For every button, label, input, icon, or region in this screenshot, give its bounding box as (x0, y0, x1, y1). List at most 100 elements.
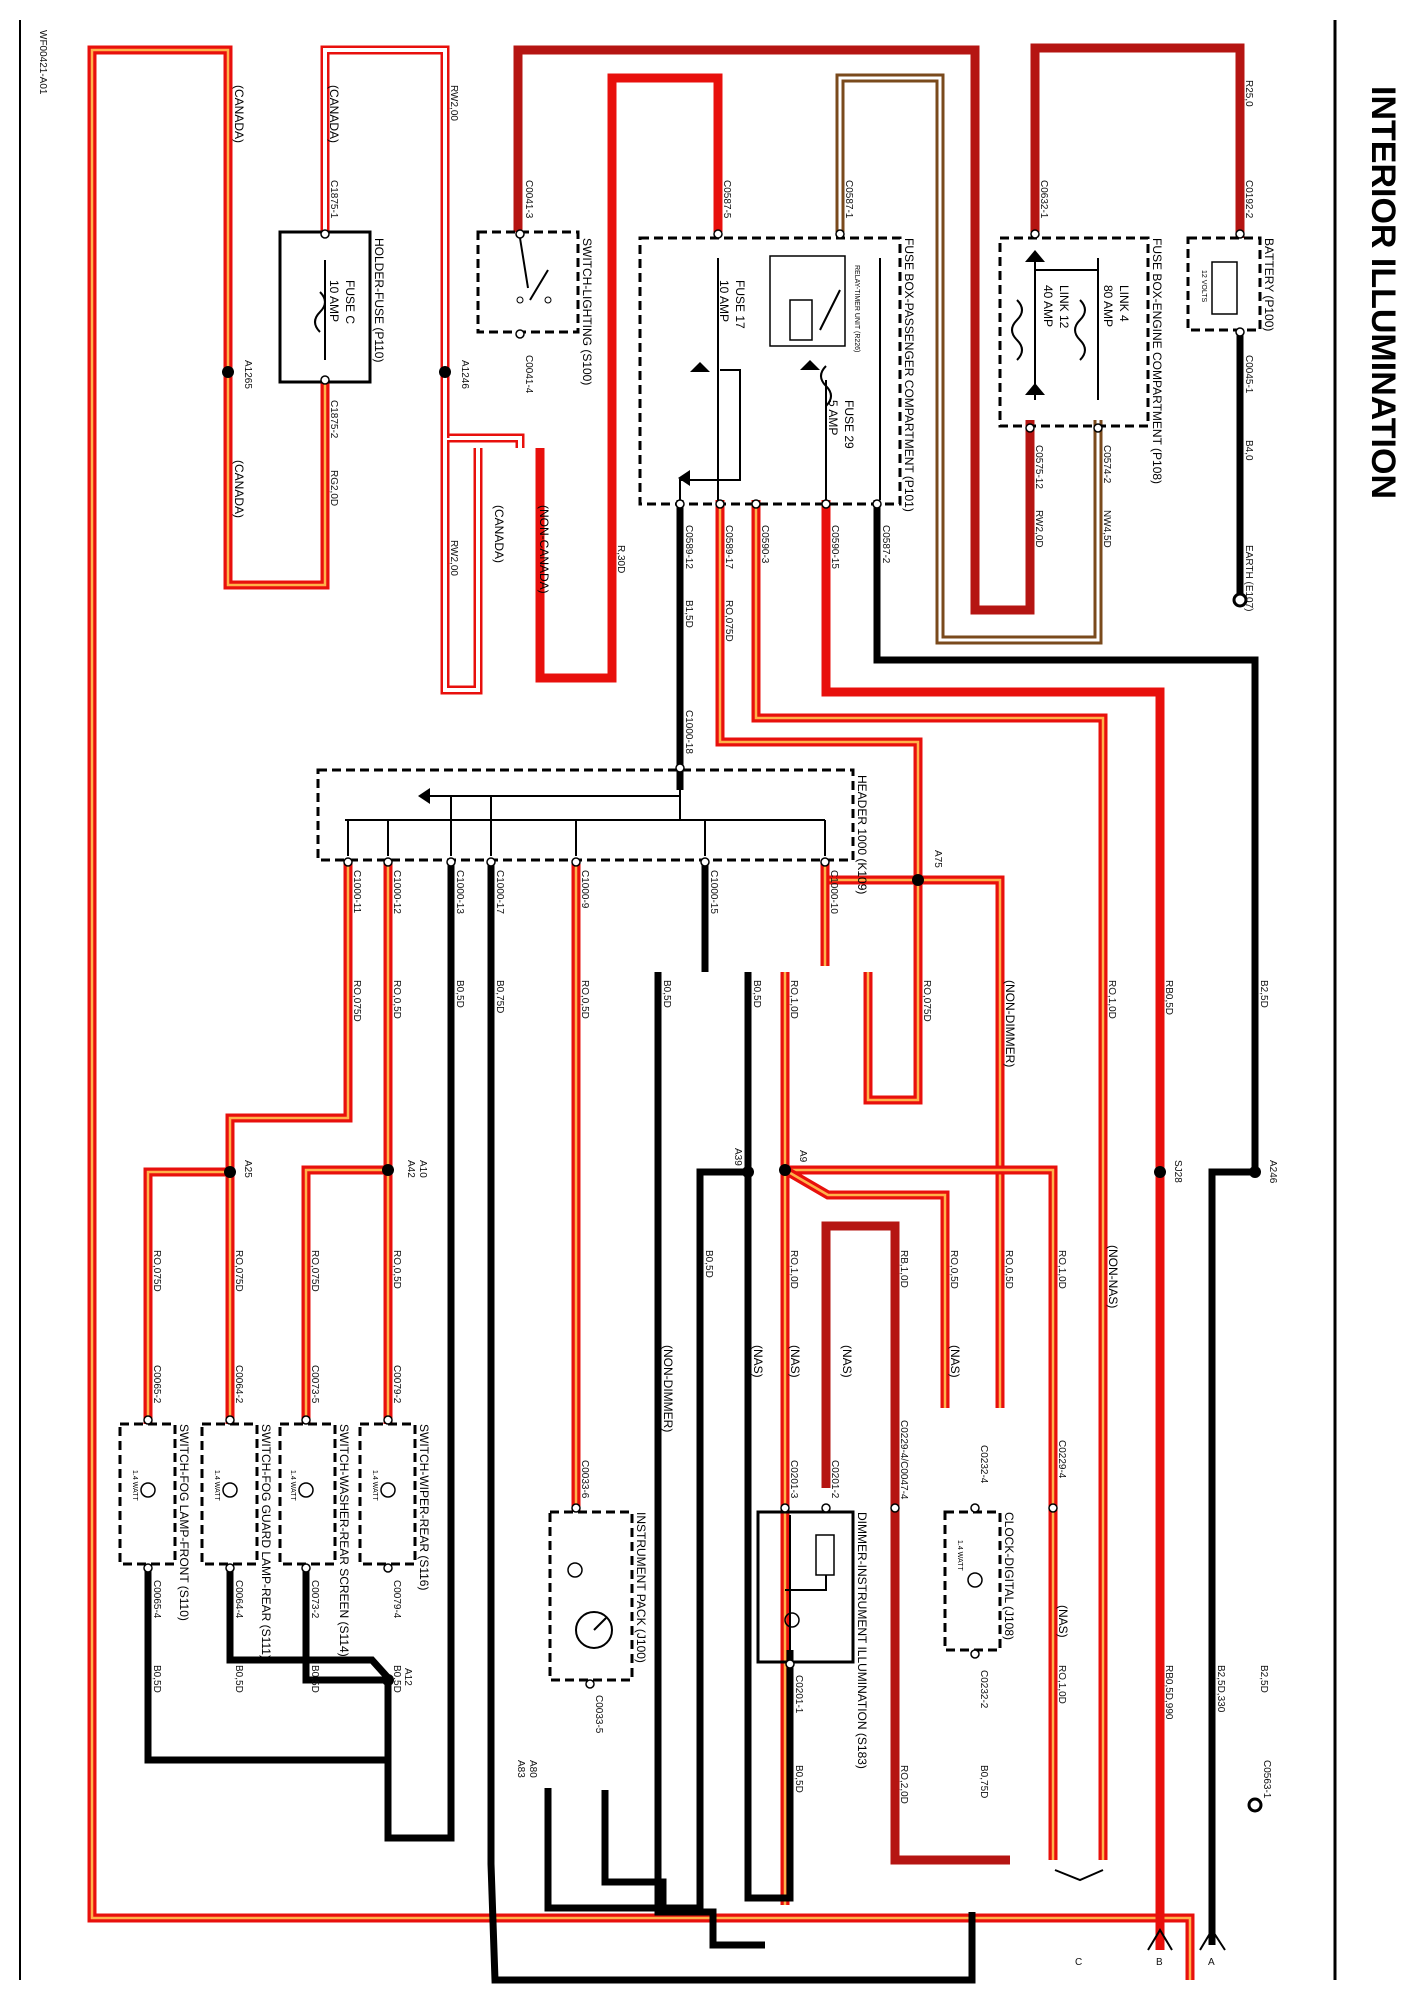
wire-a12-fog-rear (226, 1570, 393, 1683)
svg-text:(NON-DIMMER): (NON-DIMMER) (1003, 980, 1017, 1067)
svg-text:C0201-1: C0201-1 (793, 1675, 804, 1714)
svg-text:A12: A12 (402, 1668, 413, 1686)
earth-terminal-2-icon (1247, 1797, 1263, 1813)
svg-text:C1875-1: C1875-1 (328, 180, 339, 219)
svg-text:RW2,00: RW2,00 (448, 85, 459, 121)
svg-text:RO,1,0D: RO,1,0D (1056, 1665, 1067, 1704)
wire-ro10 (751, 500, 1108, 1860)
svg-text:B0,75D: B0,75D (494, 980, 505, 1013)
svg-text:RO,0,5D: RO,0,5D (948, 1250, 959, 1289)
svg-text:HOLDER-FUSE (P110): HOLDER-FUSE (P110) (372, 238, 386, 362)
svg-text:C0073-2: C0073-2 (309, 1580, 320, 1619)
svg-text:B1,5D: B1,5D (683, 600, 694, 628)
svg-text:RO,0,5D: RO,0,5D (391, 980, 402, 1019)
svg-text:C0232-2: C0232-2 (978, 1670, 989, 1709)
wire-a75-non-dimmer (863, 875, 1005, 1408)
page-title: INTERIOR ILLUMINATION (1364, 86, 1402, 499)
wire-a12-washer (302, 1570, 390, 1684)
svg-text:1.4 WATT: 1.4 WATT (289, 1470, 296, 1501)
svg-text:B0,5D: B0,5D (793, 1765, 804, 1793)
svg-text:RO,1,0D: RO,1,0D (1106, 980, 1117, 1019)
svg-text:SJ28: SJ28 (1172, 1160, 1183, 1183)
svg-text:(NAS): (NAS) (751, 1345, 765, 1378)
svg-text:C1000-10: C1000-10 (828, 870, 839, 914)
splice-a39 (742, 1166, 754, 1178)
svg-text:A10: A10 (417, 1160, 428, 1178)
header-1000-component: HEADER 1000 (K109) (316, 768, 869, 894)
connector-labels: C0192-2 C0045-1 C0632-1 C0575-12 C0574-2… (143, 180, 1272, 1799)
wire-c1000-12 (301, 860, 393, 1424)
switch-fog-front: 1.4 WATT SWITCH-FOG LAMP-FRONT (S110) (118, 1422, 191, 1621)
svg-text:C0232-4: C0232-4 (978, 1445, 989, 1484)
wire-battery-feed (1030, 43, 1245, 238)
splice-a10 (382, 1164, 394, 1176)
fuse-box-engine: LINK 4 80 AMP LINK 12 40 AMP FUSE BOX-EN… (998, 236, 1164, 484)
svg-text:B: B (1156, 1957, 1163, 1968)
svg-text:C0590-3: C0590-3 (759, 525, 770, 564)
splice-sj28 (1154, 1166, 1166, 1178)
svg-text:DIMMER-INSTRUMENT ILLUMINATION: DIMMER-INSTRUMENT ILLUMINATION (S183) (855, 1512, 869, 1769)
earth-label: EARTH (E107) (1243, 545, 1254, 612)
svg-text:1.4 WATT: 1.4 WATT (213, 1470, 220, 1501)
svg-text:RO,0,5D: RO,0,5D (579, 980, 590, 1019)
svg-text:RB0,5D: RB0,5D (1163, 980, 1174, 1015)
svg-text:C0033-6: C0033-6 (579, 1460, 590, 1499)
svg-text:R25,0: R25,0 (1243, 80, 1254, 107)
earth-terminal-icon (1232, 592, 1248, 608)
svg-text:80 AMP: 80 AMP (1101, 285, 1115, 327)
svg-text:(CANADA): (CANADA) (232, 460, 246, 518)
svg-text:C0064-4: C0064-4 (233, 1580, 244, 1619)
wire-link12 (513, 45, 1035, 615)
svg-text:A9: A9 (797, 1150, 808, 1163)
svg-text:(CANADA): (CANADA) (232, 85, 246, 143)
wire-b25 (873, 500, 1259, 1945)
svg-text:10 AMP: 10 AMP (327, 280, 341, 322)
svg-text:C0589-12: C0589-12 (683, 525, 694, 569)
svg-text:RB,1,0D: RB,1,0D (898, 1250, 909, 1288)
svg-text:12 VOLTS: 12 VOLTS (1200, 270, 1207, 302)
svg-text:HEADER 1000 (K109): HEADER 1000 (K109) (855, 775, 869, 894)
svg-text:C0201-3: C0201-3 (788, 1460, 799, 1499)
svg-text:(NAS): (NAS) (840, 1345, 854, 1378)
battery-component: 12 VOLTS BATTERY (P100) (1186, 236, 1276, 332)
svg-text:C0033-5: C0033-5 (593, 1695, 604, 1734)
svg-text:SWITCH-WIPER-REAR (S116): SWITCH-WIPER-REAR (S116) (417, 1424, 431, 1590)
svg-text:RW2,00: RW2,00 (448, 540, 459, 576)
svg-text:C0575-12: C0575-12 (1033, 445, 1044, 489)
switch-lighting-component[interactable]: SWITCH-LIGHTING (S100) (476, 230, 594, 385)
svg-text:C0632-1: C0632-1 (1038, 180, 1049, 219)
svg-text:RO,075D: RO,075D (233, 1250, 244, 1292)
svg-text:B0,5D: B0,5D (661, 980, 672, 1008)
wire-nas-feed (780, 972, 1058, 1905)
svg-text:LINK 4: LINK 4 (1117, 285, 1131, 322)
svg-text:C1875-2: C1875-2 (328, 400, 339, 439)
svg-text:1.4 WATT: 1.4 WATT (131, 1470, 138, 1501)
svg-text:5 AMP: 5 AMP (826, 400, 840, 435)
splice-a12 (382, 1674, 394, 1686)
svg-text:FUSE 29: FUSE 29 (842, 400, 856, 449)
svg-text:RO,0,5D: RO,0,5D (1003, 1250, 1014, 1289)
svg-text:1.4 WATT: 1.4 WATT (371, 1470, 378, 1501)
svg-text:RO,075D: RO,075D (921, 980, 932, 1022)
svg-text:(NAS): (NAS) (1056, 1605, 1070, 1638)
wire-a39 (544, 1168, 748, 1912)
svg-text:C1000-11: C1000-11 (351, 870, 362, 914)
splice-a25 (224, 1166, 236, 1178)
svg-text:RELAY-TIMER UNIT (R226): RELAY-TIMER UNIT (R226) (853, 265, 860, 352)
svg-text:A42: A42 (405, 1160, 416, 1178)
svg-text:SWITCH-FOG LAMP-FRONT (S110): SWITCH-FOG LAMP-FRONT (S110) (177, 1424, 191, 1621)
svg-text:B2,5D: B2,5D (1258, 1665, 1269, 1693)
fuse-box-passenger: RELAY-TIMER UNIT (R226) FUSE 17 10 AMP F… (638, 236, 916, 512)
svg-text:B2,5D,330: B2,5D,330 (1215, 1665, 1226, 1713)
svg-text:(NON-NAS): (NON-NAS) (1106, 1245, 1120, 1308)
svg-text:B0,5D: B0,5D (751, 980, 762, 1008)
svg-text:BATTERY (P100): BATTERY (P100) (1262, 238, 1276, 331)
wire-ro075-header (715, 500, 923, 966)
svg-text:RO,2,0D: RO,2,0D (898, 1765, 909, 1804)
svg-text:A25: A25 (242, 1160, 253, 1178)
svg-text:B0,5D: B0,5D (454, 980, 465, 1008)
svg-text:CLOCK-DIGITAL (J108): CLOCK-DIGITAL (J108) (1002, 1512, 1016, 1640)
wire-canada-fuse-c (87, 45, 1195, 1980)
svg-text:C0574-2: C0574-2 (1101, 445, 1112, 484)
svg-text:B0,75D: B0,75D (978, 1765, 989, 1798)
